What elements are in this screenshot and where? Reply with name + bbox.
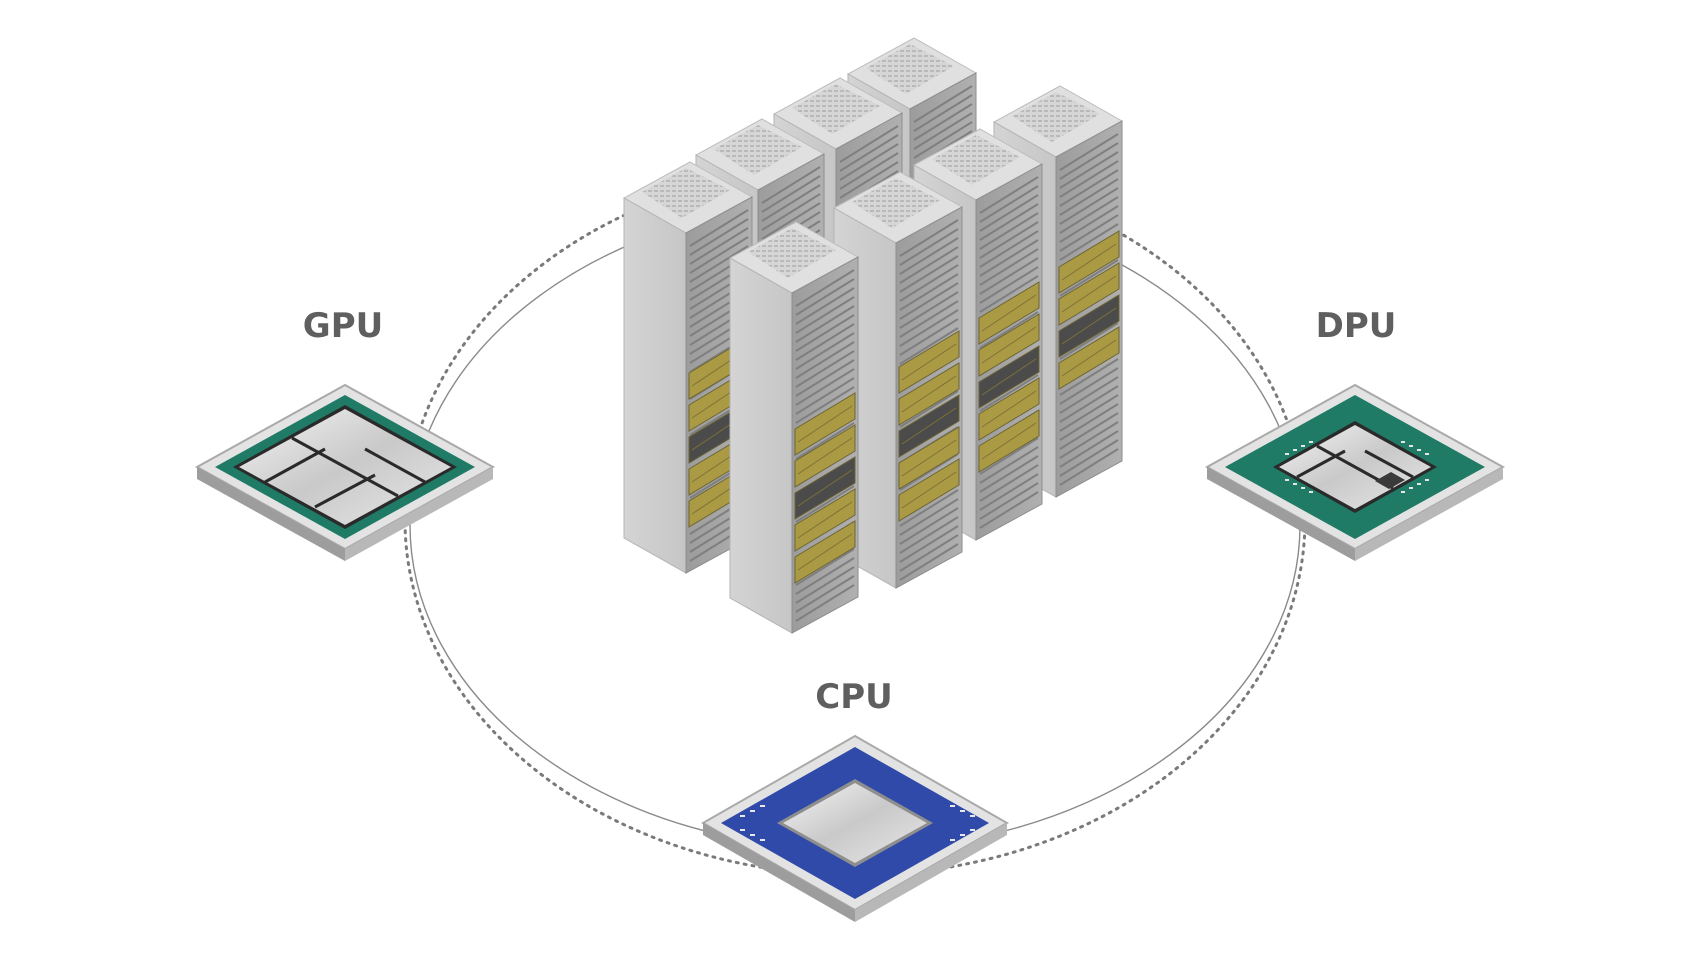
gpu-chip-icon: [194, 383, 496, 561]
cpu-label: CPU: [815, 677, 892, 717]
server-racks: [622, 37, 1124, 634]
rack-front-1: [728, 221, 860, 634]
dpu-chip-icon: [1204, 383, 1506, 561]
gpu-label: GPU: [303, 306, 383, 346]
dpu-label: DPU: [1316, 306, 1397, 346]
cpu-chip-icon: [700, 734, 1010, 922]
